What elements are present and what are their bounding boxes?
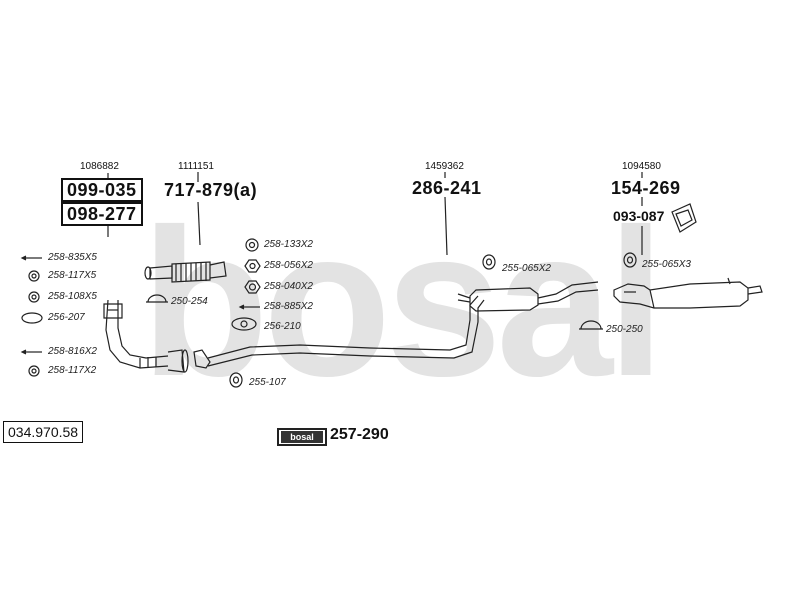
rubber-mount-icon (623, 252, 637, 268)
gasket-icon (31, 368, 37, 374)
part-label: 258-816X2 (48, 346, 97, 357)
clamp-icon (580, 320, 602, 330)
leader-line (444, 196, 448, 256)
part-label: 255-065X3 (642, 259, 691, 270)
part-label: 258-835X5 (48, 252, 97, 263)
part-label: 250-254 (171, 296, 208, 307)
flange-gasket-icon (231, 317, 257, 331)
gasket-icon (28, 365, 40, 377)
part-label: 258-117X2 (48, 365, 97, 376)
group-ref-3: 1459362 (425, 161, 464, 172)
part-label: 258-056X2 (264, 260, 313, 271)
gasket-icon (28, 291, 40, 303)
part-label: 255-107 (249, 377, 286, 388)
arrow-icon (20, 255, 42, 261)
clamp-icon (147, 294, 167, 303)
middle-silencer-part (457, 281, 599, 312)
part-code[interactable]: 717-879(a) (164, 180, 258, 200)
part-label: 258-133X2 (264, 239, 313, 250)
arrow-icon (20, 349, 42, 355)
flex-pipe-part (144, 261, 227, 283)
gasket-icon (31, 273, 37, 279)
heat-shield-icon (671, 203, 697, 233)
arrow-icon (238, 304, 260, 310)
nut-icon (244, 259, 261, 273)
part-code[interactable]: 154-269 (611, 178, 681, 198)
downpipe-part (103, 299, 189, 373)
kit-number[interactable]: 257-290 (330, 426, 389, 443)
gasket-icon (28, 270, 40, 282)
part-label: 258-117X5 (48, 270, 97, 281)
bosal-badge: bosal (277, 428, 327, 446)
bosal-badge-text: bosal (281, 431, 323, 443)
nut-icon (248, 241, 256, 249)
center-pipe-part (193, 295, 485, 369)
part-code[interactable]: 286-241 (412, 178, 482, 198)
group-ref-4: 1094580 (622, 161, 661, 172)
diagram-number: 034.970.58 (3, 421, 84, 443)
leader-line (197, 201, 201, 246)
part-label: 250-250 (606, 324, 643, 335)
part-label: 256-207 (48, 312, 85, 323)
part-label: 258-040X2 (264, 281, 313, 292)
part-code-box[interactable]: 098-277 (61, 202, 143, 226)
part-code-box[interactable]: 099-035 (61, 178, 143, 202)
rubber-mount-icon (229, 372, 243, 388)
group-ref-2: 1111151 (178, 161, 214, 172)
part-label: 256-210 (264, 321, 301, 332)
part-label: 258-108X5 (48, 291, 97, 302)
gasket-icon (21, 312, 43, 324)
part-label: 255-065X2 (502, 263, 551, 274)
rear-silencer-part (613, 277, 763, 309)
heat-shield-code[interactable]: 093-087 (613, 208, 665, 224)
group-ref-1: 1086882 (80, 161, 119, 172)
rubber-mount-icon (482, 254, 496, 270)
nut-icon (245, 238, 259, 252)
part-label: 258-885X2 (264, 301, 313, 312)
nut-icon (244, 280, 261, 294)
gasket-icon (31, 294, 37, 300)
svg-text:bosal: bosal (141, 185, 659, 420)
